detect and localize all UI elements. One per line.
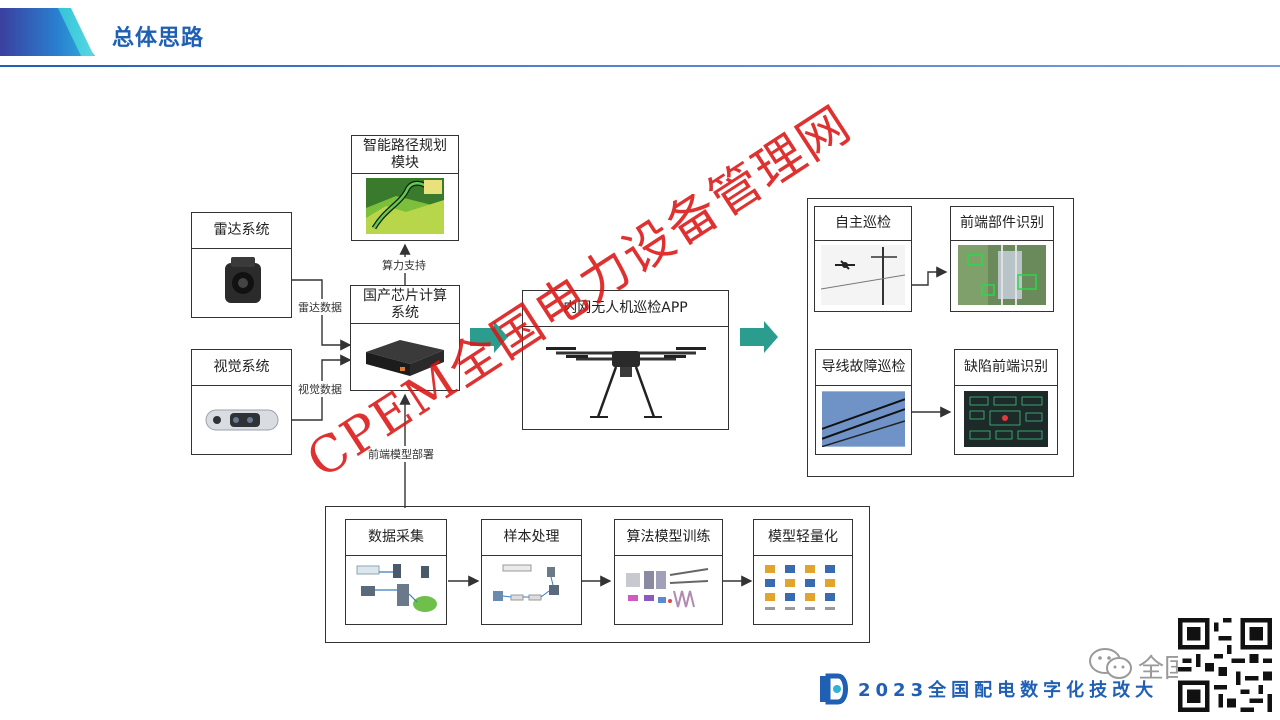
- path-planning-module: 智能路径规划 模块: [351, 135, 459, 241]
- algorithm-training-box: 算法模型训练: [614, 519, 723, 625]
- slide-header: 总体思路: [0, 0, 1280, 67]
- radar-data-label: 雷达数据: [297, 299, 343, 315]
- data-collection-label: 数据采集: [346, 520, 446, 556]
- radar-system-box: 雷达系统: [191, 212, 292, 318]
- wechat-icon: [1089, 648, 1132, 679]
- chip-computing-system: 国产芯片计算 系统: [350, 285, 460, 391]
- vision-system-label: 视觉系统: [192, 350, 291, 386]
- drone-app-label: 内网无人机巡检APP: [523, 291, 728, 327]
- model-lightweight-box: 模型轻量化: [753, 519, 853, 625]
- autonomous-inspection-label: 自主巡检: [815, 207, 911, 241]
- app-to-results-teal-arrow: [740, 321, 778, 353]
- drone-image: [529, 331, 722, 423]
- header-divider: [0, 65, 1280, 67]
- data-collection-diagram: [352, 560, 440, 618]
- wire-image: [822, 390, 905, 448]
- chip-to-app-teal-arrow: [470, 321, 508, 353]
- path-planning-label: 智能路径规划 模块: [352, 136, 458, 174]
- compute-box-image: [357, 328, 453, 384]
- terrain-path-image: [358, 178, 452, 234]
- training-pipeline-frame: [325, 506, 870, 643]
- conference-logo-icon: [820, 673, 848, 705]
- wire-fault-box: 导线故障巡检: [815, 349, 912, 455]
- network-architecture-diagram: [621, 560, 716, 618]
- radar-system-label: 雷达系统: [192, 213, 291, 249]
- defect-front-box: 缺陷前端识别: [954, 349, 1058, 455]
- compute-support-label: 算力支持: [381, 257, 427, 273]
- wire-fault-label: 导线故障巡检: [816, 350, 911, 386]
- front-parts-box: 前端部件识别: [950, 206, 1054, 312]
- sample-processing-diagram: [488, 560, 575, 618]
- vision-data-label: 视觉数据: [297, 381, 343, 397]
- model-grid-diagram: [760, 560, 846, 618]
- parts-recognition-image: [957, 245, 1047, 305]
- tower-drone-image: [821, 245, 905, 305]
- qr-code-icon[interactable]: [1178, 618, 1272, 712]
- defect-front-label: 缺陷前端识别: [955, 350, 1057, 386]
- page-title: 总体思路: [112, 26, 205, 51]
- front-parts-label: 前端部件识别: [951, 207, 1053, 241]
- front-deploy-label: 前端模型部署: [367, 446, 435, 462]
- autonomous-to-parts-arrow: [912, 266, 948, 286]
- sample-processing-box: 样本处理: [481, 519, 582, 625]
- algorithm-training-label: 算法模型训练: [615, 520, 722, 556]
- autonomous-inspection-box: 自主巡检: [814, 206, 912, 312]
- model-lightweight-label: 模型轻量化: [754, 520, 852, 556]
- vision-system-box: 视觉系统: [191, 349, 292, 455]
- chip-computing-label: 国产芯片计算 系统: [351, 286, 459, 324]
- footer-conference-text: 2023全国配电数字化技改大: [858, 680, 1159, 701]
- depth-camera-image: [198, 390, 285, 448]
- sample-processing-label: 样本处理: [482, 520, 581, 556]
- radar-device-image: [198, 253, 285, 311]
- defect-recognition-image: [961, 390, 1051, 448]
- data-collection-box: 数据采集: [345, 519, 447, 625]
- inspection-results-frame: [807, 198, 1074, 477]
- drone-inspection-app: 内网无人机巡检APP: [522, 290, 729, 430]
